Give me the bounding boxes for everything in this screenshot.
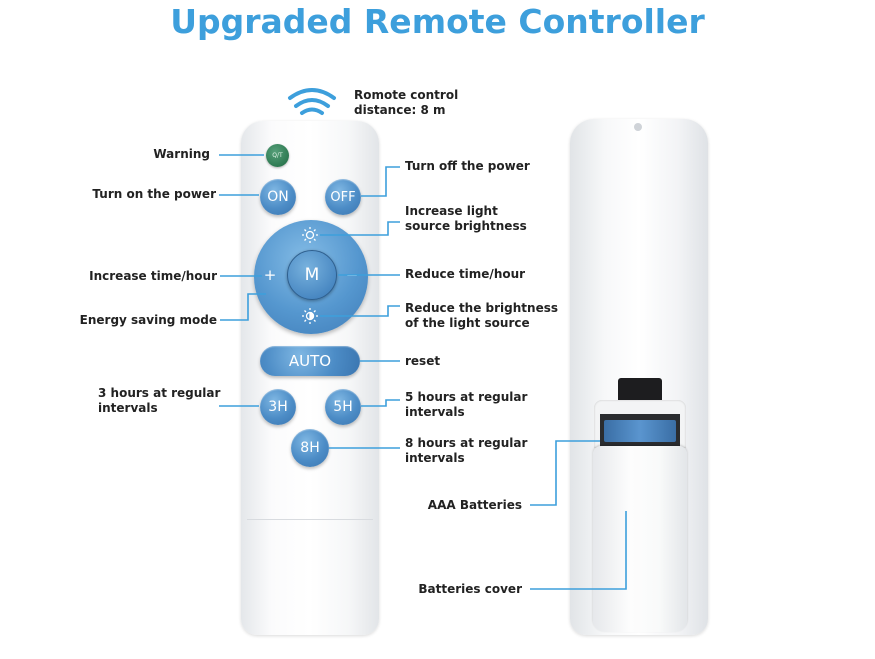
off-button[interactable]: OFF	[325, 179, 361, 215]
warning-led: Q/T	[266, 144, 289, 167]
reduce-time-label: Reduce time/hour	[405, 267, 526, 281]
three-hours-line-2: intervals	[98, 401, 158, 415]
increase-brightness-line-1: Increase light	[405, 204, 498, 218]
3h-button[interactable]: 3H	[260, 389, 296, 425]
aaa-battery	[604, 420, 676, 442]
aaa-batteries-label: AAA Batteries	[427, 498, 522, 512]
five-hours-label: 5 hours at regular intervals	[405, 390, 527, 420]
batteries-cover-label: Batteries cover	[418, 582, 522, 596]
auto-button[interactable]: AUTO	[260, 346, 360, 376]
distance-label: Romote control distance: 8 m	[354, 88, 458, 118]
warning-label: Warning	[153, 147, 210, 161]
reduce-brightness-line-2: of the light source	[405, 316, 530, 330]
plus-button[interactable]: +	[263, 266, 277, 284]
battery-clip	[618, 378, 662, 404]
eight-hours-line-1: 8 hours at regular	[405, 436, 528, 450]
ir-emitter	[634, 123, 642, 131]
battery-cover[interactable]	[593, 446, 687, 632]
increase-brightness-line-2: source brightness	[405, 219, 527, 233]
energy-saving-label: Energy saving mode	[79, 313, 217, 327]
battery-seam	[247, 519, 373, 520]
eight-hours-line-2: intervals	[405, 451, 465, 465]
eight-hours-label: 8 hours at regular intervals	[405, 436, 527, 466]
reduce-brightness-line-1: Reduce the brightness	[405, 301, 558, 315]
distance-label-line-1: Romote control	[354, 88, 459, 102]
minus-button[interactable]: −	[345, 266, 359, 284]
reduce-brightness-label: Reduce the brightness of the light sourc…	[405, 301, 558, 331]
five-hours-line-1: 5 hours at regular	[405, 390, 528, 404]
three-hours-label: 3 hours at regular intervals	[98, 386, 220, 416]
increase-brightness-label: Increase light source brightness	[405, 204, 527, 234]
on-button[interactable]: ON	[260, 179, 296, 215]
turn-off-label: Turn off the power	[405, 159, 530, 173]
page-title: Upgraded Remote Controller	[170, 2, 705, 41]
three-hours-line-1: 3 hours at regular	[98, 386, 221, 400]
5h-button[interactable]: 5H	[325, 389, 361, 425]
reset-label: reset	[405, 354, 441, 368]
turn-on-label: Turn on the power	[92, 187, 216, 201]
8h-button[interactable]: 8H	[291, 429, 329, 467]
increase-time-label: Increase time/hour	[89, 269, 217, 283]
distance-label-line-2: distance: 8 m	[354, 103, 446, 117]
mode-button[interactable]: M	[287, 250, 337, 300]
five-hours-line-2: intervals	[405, 405, 465, 419]
